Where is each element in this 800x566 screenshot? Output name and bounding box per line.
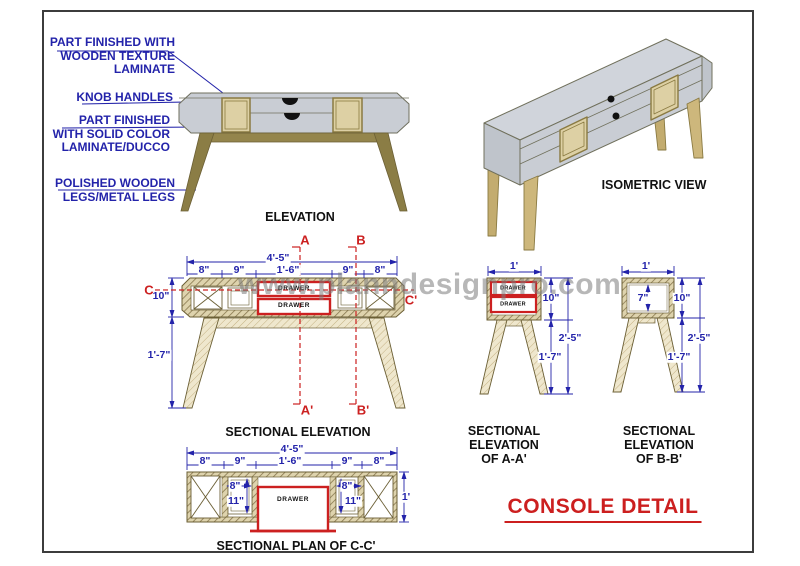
isometric-label: ISOMETRIC VIEW	[601, 178, 707, 192]
x-brace	[193, 286, 223, 310]
dim-cc-8l: 8"	[228, 479, 242, 492]
dim-bb-leg: 1'-7"	[666, 350, 692, 363]
panel-left	[221, 97, 251, 133]
section-bb-label: SECTIONAL ELEVATION OF B-B'	[622, 424, 696, 466]
section-leg	[368, 317, 406, 409]
dim-cc-total: 4'-5"	[279, 442, 305, 455]
drawer-box	[256, 485, 330, 533]
dim-se-leg: 1'-7"	[146, 348, 172, 361]
sheet-border	[42, 10, 754, 553]
dim-aa-total: 2'-5"	[557, 331, 583, 344]
x-brace	[363, 475, 394, 519]
dim-cc-depth: 1'	[400, 490, 412, 503]
isometric-drawing	[483, 38, 713, 251]
drawer-box	[489, 280, 538, 297]
sheet-title: CONSOLE DETAIL	[504, 495, 702, 523]
dim-bb-body: 10"	[672, 291, 692, 304]
section-bb-drawing	[612, 266, 705, 393]
drawer-label: DRAWER	[500, 285, 526, 292]
dim-bb-inner: 7"	[636, 291, 650, 304]
iso-front-leg	[523, 175, 539, 251]
plan-cc-label: SECTIONAL PLAN OF C-C'	[216, 539, 376, 553]
elevation-drawing	[178, 92, 410, 212]
dim-aa-leg: 1'-7"	[537, 350, 563, 363]
section-leg	[182, 317, 220, 409]
marker-a: A	[300, 232, 310, 248]
elevation-label: ELEVATION	[265, 210, 335, 224]
dim-cc-11l: 11"	[226, 494, 246, 507]
marker-b: B	[356, 232, 366, 248]
marker-a-prime: A'	[300, 402, 314, 418]
dim-bb-width: 1'	[640, 259, 652, 272]
iso-front-leg	[686, 97, 704, 159]
dim-se-s5: 8"	[373, 263, 387, 276]
section-aa-label: SECTIONAL ELEVATION OF A-A'	[467, 424, 541, 466]
dim-aa-width: 1'	[508, 259, 520, 272]
iso-panel-right	[650, 74, 679, 121]
knob-icon	[612, 112, 620, 120]
callout-legs: POLISHED WOODEN LEGS/METAL LEGS	[54, 176, 175, 204]
dim-cc-s2: 9"	[233, 454, 247, 467]
marker-c-prime: C'	[404, 292, 418, 308]
leg-right	[373, 132, 408, 212]
section-aa-drawing	[479, 266, 573, 395]
marker-b-prime: B'	[356, 402, 370, 418]
callout-wooden-texture: PART FINISHED WITH WOODEN TEXTURE LAMINA…	[49, 35, 175, 76]
dim-cc-s3: 1'-6"	[277, 454, 303, 467]
leg-left	[180, 132, 215, 212]
dim-se-s2: 9"	[232, 263, 246, 276]
se-dimensions	[168, 256, 398, 409]
drawer-box	[256, 297, 332, 316]
dim-se-s4: 9"	[341, 263, 355, 276]
iso-right-end	[701, 55, 713, 102]
dim-cc-8r: 8"	[340, 479, 354, 492]
dim-cc-s4: 9"	[340, 454, 354, 467]
sectional-elevation-drawing	[155, 246, 414, 409]
knob-icon	[282, 98, 298, 105]
drawer-label: DRAWER	[278, 284, 310, 292]
iso-panel-left	[559, 116, 588, 163]
marker-c: C	[144, 282, 154, 298]
dim-cc-s1: 8"	[198, 454, 212, 467]
drawer-label: DRAWER	[500, 301, 526, 308]
apron	[202, 132, 386, 143]
dim-se-total: 4'-5"	[265, 251, 291, 264]
dim-aa-body: 10"	[541, 291, 561, 304]
x-brace	[365, 286, 395, 310]
callout-knob-handles: KNOB HANDLES	[76, 90, 173, 104]
knob-icon	[284, 113, 300, 120]
section-leg	[479, 319, 508, 395]
drawer-label: DRAWER	[277, 495, 309, 503]
dim-se-s1: 8"	[197, 263, 211, 276]
callout-solid-color: PART FINISHED WITH SOLID COLOR LAMINATE/…	[52, 113, 170, 154]
drawer-box	[256, 280, 332, 298]
panel-right	[332, 97, 363, 133]
knob-icon	[607, 95, 615, 103]
sectional-elevation-label: SECTIONAL ELEVATION	[225, 425, 371, 439]
dim-cc-11r: 11"	[343, 494, 363, 507]
dim-se-s3: 1'-6"	[275, 263, 301, 276]
drawer-box	[489, 295, 538, 314]
section-leg	[612, 317, 640, 393]
dim-cc-s5: 8"	[372, 454, 386, 467]
dim-se-body: 10"	[151, 289, 171, 302]
dim-bb-total: 2'-5"	[686, 331, 712, 344]
x-brace	[190, 475, 221, 519]
drawer-label: DRAWER	[278, 301, 310, 309]
